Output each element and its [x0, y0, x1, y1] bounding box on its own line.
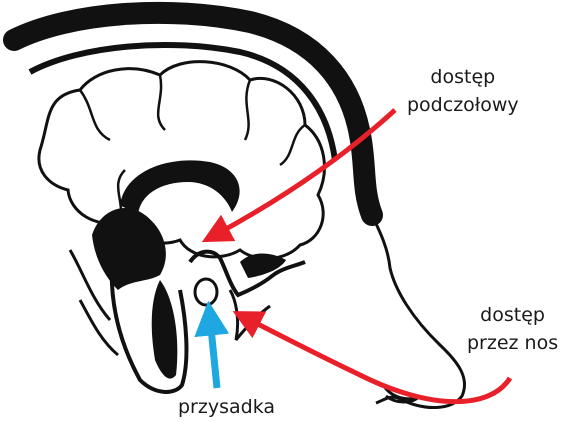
subfrontal-access-label: dostęp podczołowy	[407, 63, 519, 119]
transnasal-label-line-1: dostęp	[467, 301, 558, 329]
transnasal-label-line-2: przez nos	[467, 329, 558, 357]
ventricle	[92, 208, 166, 290]
pituitary-gland	[195, 279, 217, 305]
pituitary-label: przysadka	[178, 393, 275, 421]
sphenoid-dark	[240, 254, 286, 279]
corpus-callosum	[120, 160, 240, 215]
brainstem-shade	[152, 280, 178, 379]
face-profile	[372, 215, 465, 408]
nasal-cavity	[230, 290, 270, 340]
subfrontal-label-line-2: podczołowy	[407, 91, 519, 119]
transnasal-access-label: dostęp przez nos	[467, 301, 558, 357]
pituitary-arrow	[210, 318, 217, 388]
fornix	[160, 184, 205, 200]
subfrontal-label-line-1: dostęp	[407, 63, 519, 91]
